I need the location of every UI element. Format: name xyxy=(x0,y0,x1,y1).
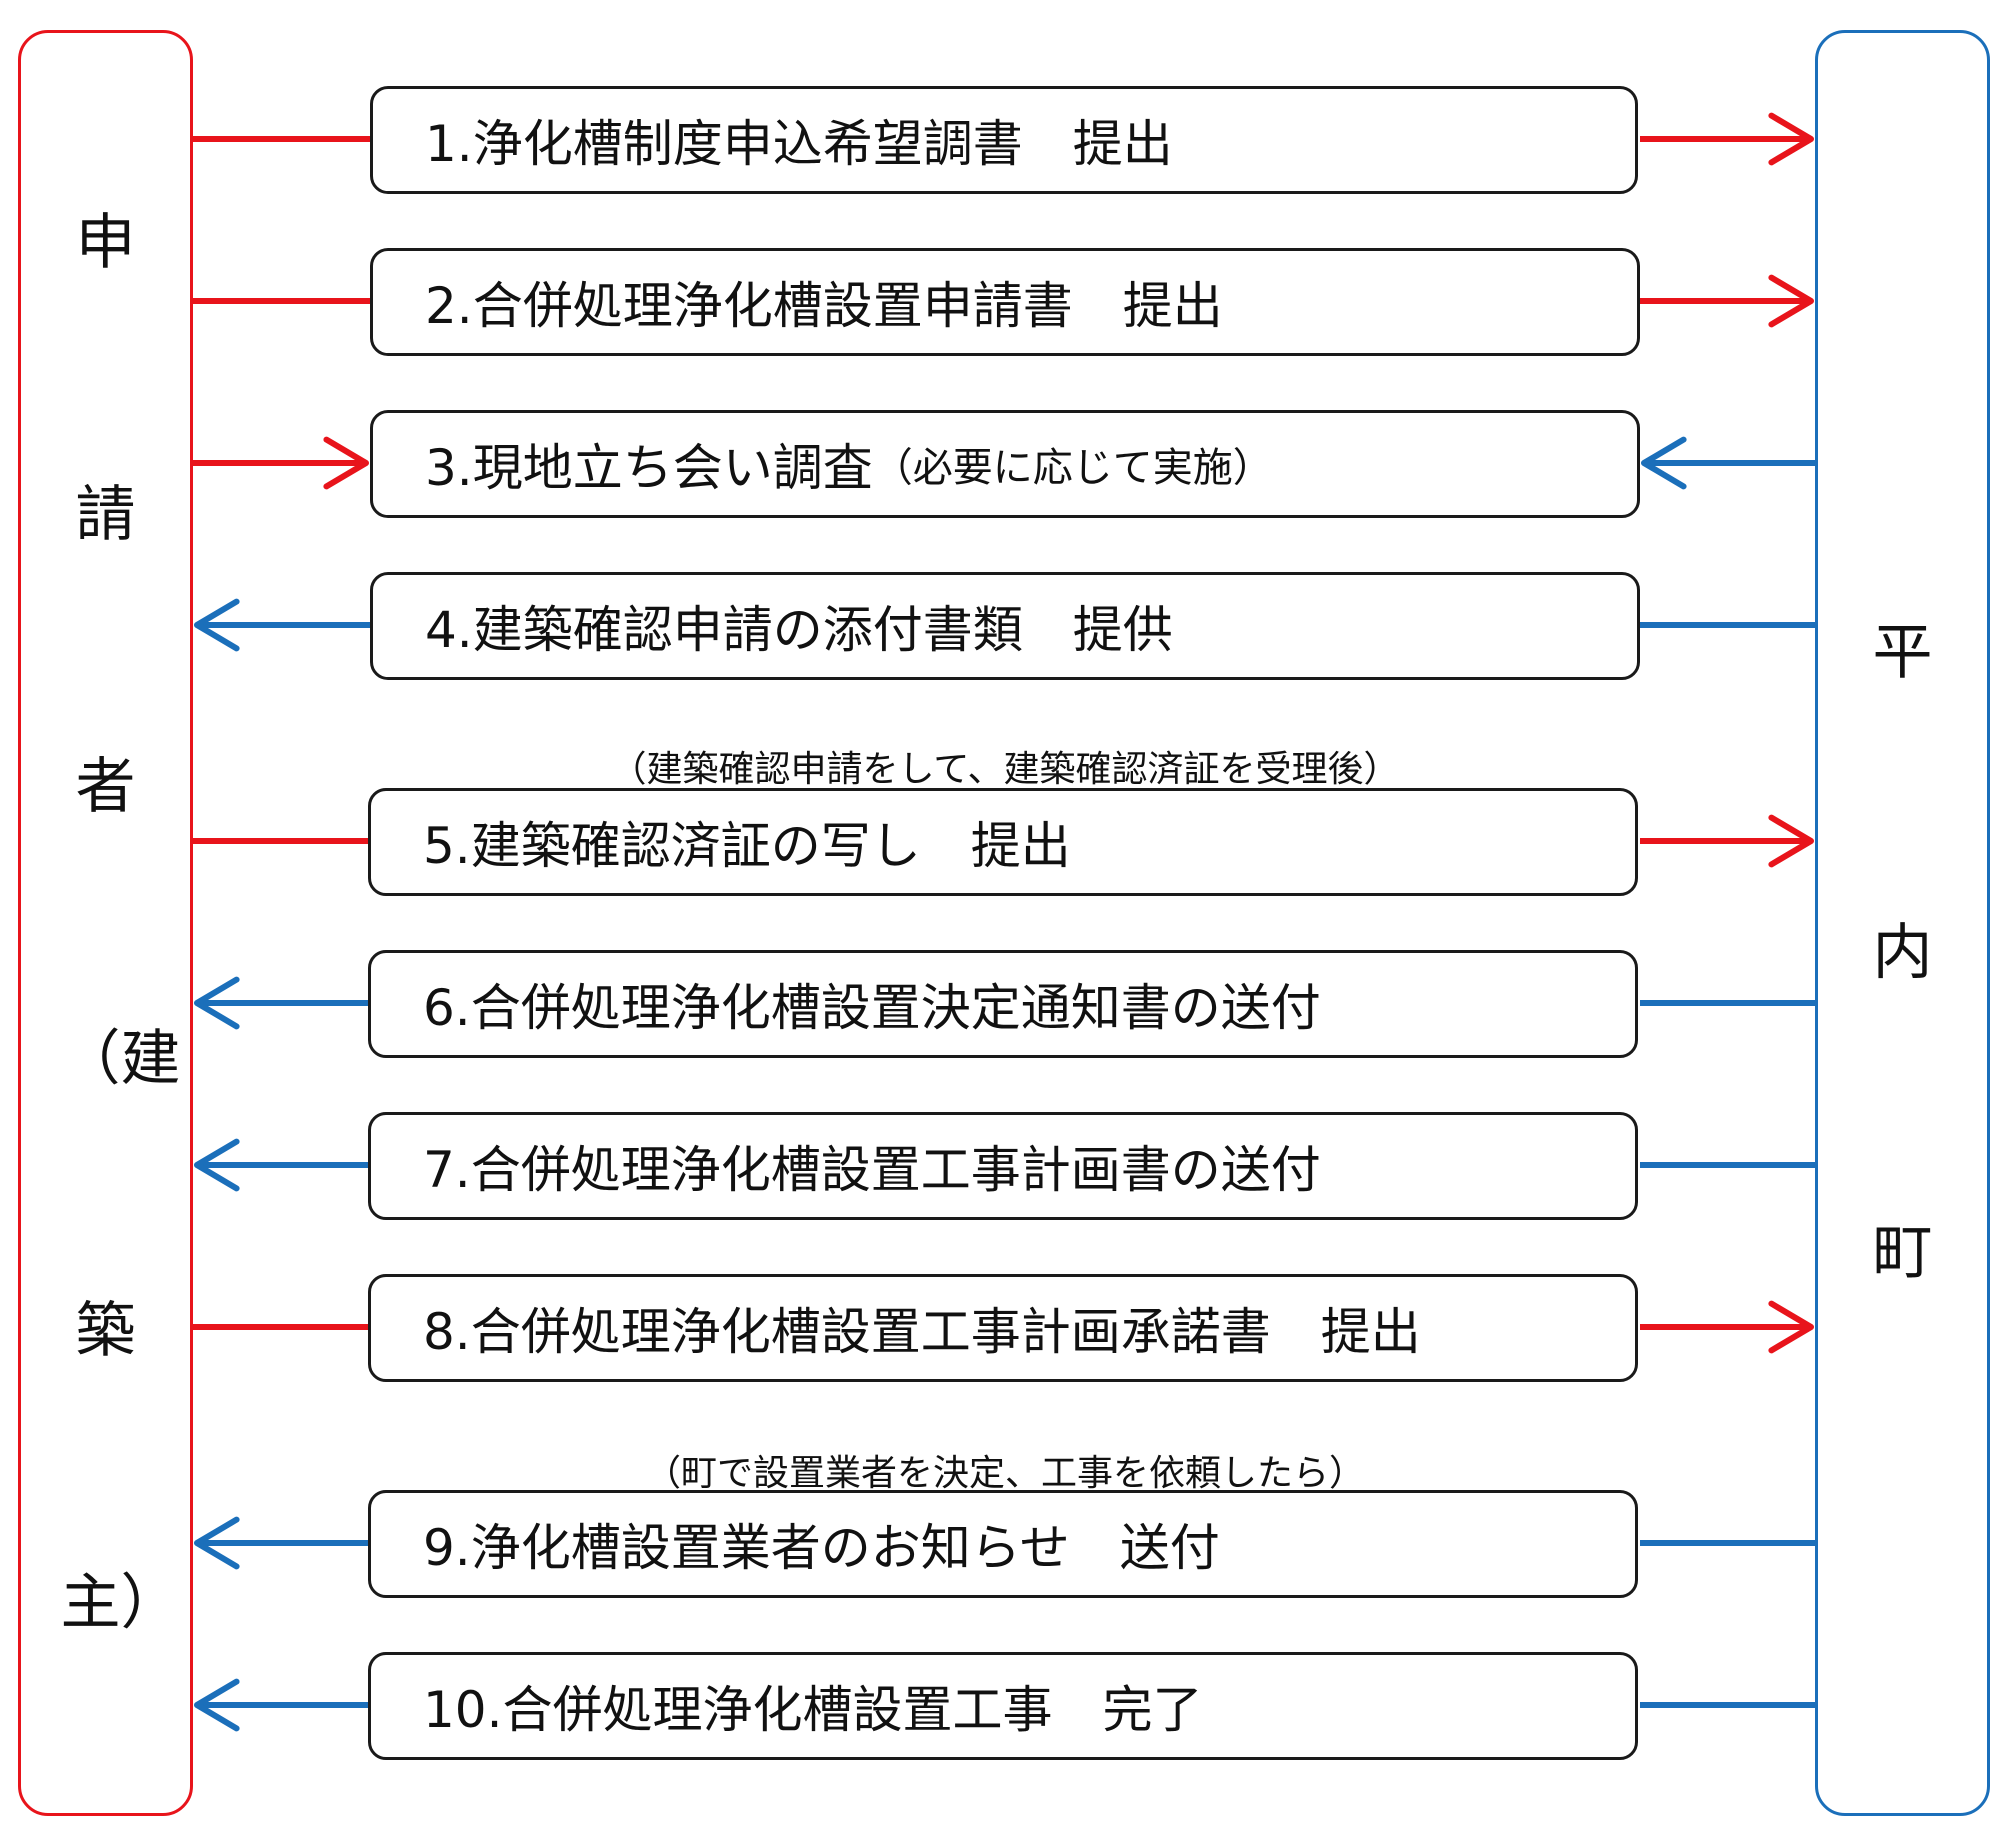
arrowhead-left xyxy=(194,1138,240,1192)
step-text: 7.合併処理浄化槽設置工事計画書の送付 xyxy=(423,1141,1321,1199)
applicant-label-char: 築 xyxy=(75,1296,136,1366)
town-label-char: 内 xyxy=(1872,918,1933,988)
step-box-4: 4.建築確認申請の添付書類 提供 xyxy=(370,572,1640,680)
step-box-7: 7.合併処理浄化槽設置工事計画書の送付 xyxy=(368,1112,1638,1220)
step-box-1: 1.浄化槽制度申込希望調書 提出 xyxy=(370,86,1638,194)
arrowhead-left xyxy=(1641,436,1687,490)
condition-note: （建築確認申請をして、建築確認済証を受理後） xyxy=(610,749,1400,790)
step-text: 6.合併処理浄化槽設置決定通知書の送付 xyxy=(423,979,1321,1037)
arrowhead-right xyxy=(1768,814,1814,868)
applicant-label-char: 者 xyxy=(75,752,136,822)
step-box-10: 10.合併処理浄化槽設置工事 完了 xyxy=(368,1652,1638,1760)
step-box-9: 9.浄化槽設置業者のお知らせ 送付 xyxy=(368,1490,1638,1598)
step-text: 10.合併処理浄化槽設置工事 完了 xyxy=(423,1681,1203,1739)
step-inline-note: （必要に応じて実施） xyxy=(872,445,1273,491)
arrowhead-left xyxy=(194,1516,240,1570)
applicant-label-char: 請 xyxy=(75,480,136,550)
step-box-3: 3.現地立ち会い調査 （必要に応じて実施） xyxy=(370,410,1640,518)
applicant-lane: 申 請 者 （建 築 主） xyxy=(18,30,193,1816)
step-text: 2.合併処理浄化槽設置申請書 提出 xyxy=(425,277,1223,335)
applicant-label-char: 主） xyxy=(60,1568,181,1638)
step-box-8: 8.合併処理浄化槽設置工事計画承諾書 提出 xyxy=(368,1274,1638,1382)
step-text: 3.現地立ち会い調査 xyxy=(425,439,873,497)
step-box-5: 5.建築確認済証の写し 提出 xyxy=(368,788,1638,896)
town-label-char: 町 xyxy=(1872,1218,1933,1288)
town-lane: 平 内 町 xyxy=(1815,30,1990,1816)
arrowhead-left xyxy=(194,1678,240,1732)
step-box-6: 6.合併処理浄化槽設置決定通知書の送付 xyxy=(368,950,1638,1058)
arrowhead-left xyxy=(194,598,240,652)
step-text: 5.建築確認済証の写し 提出 xyxy=(423,817,1071,875)
town-label-char: 平 xyxy=(1872,618,1933,688)
step-text: 9.浄化槽設置業者のお知らせ 送付 xyxy=(423,1519,1220,1577)
town-lane-label: 平 内 町 xyxy=(1818,623,1987,1283)
condition-note: （町で設置業者を決定、工事を依頼したら） xyxy=(644,1453,1365,1494)
arrowhead-left xyxy=(194,976,240,1030)
applicant-lane-label: 申 請 者 （建 築 主） xyxy=(21,213,190,1633)
arrowhead-right xyxy=(1768,112,1814,166)
arrowhead-right xyxy=(323,436,369,490)
step-text: 4.建築確認申請の添付書類 提供 xyxy=(425,601,1173,659)
step-text: 8.合併処理浄化槽設置工事計画承諾書 提出 xyxy=(423,1303,1421,1361)
step-text: 1.浄化槽制度申込希望調書 提出 xyxy=(425,115,1173,173)
step-box-2: 2.合併処理浄化槽設置申請書 提出 xyxy=(370,248,1640,356)
arrowhead-right xyxy=(1768,1300,1814,1354)
applicant-label-char: 申 xyxy=(75,208,136,278)
arrowhead-right xyxy=(1768,274,1814,328)
applicant-label-char: （建 xyxy=(60,1024,181,1094)
